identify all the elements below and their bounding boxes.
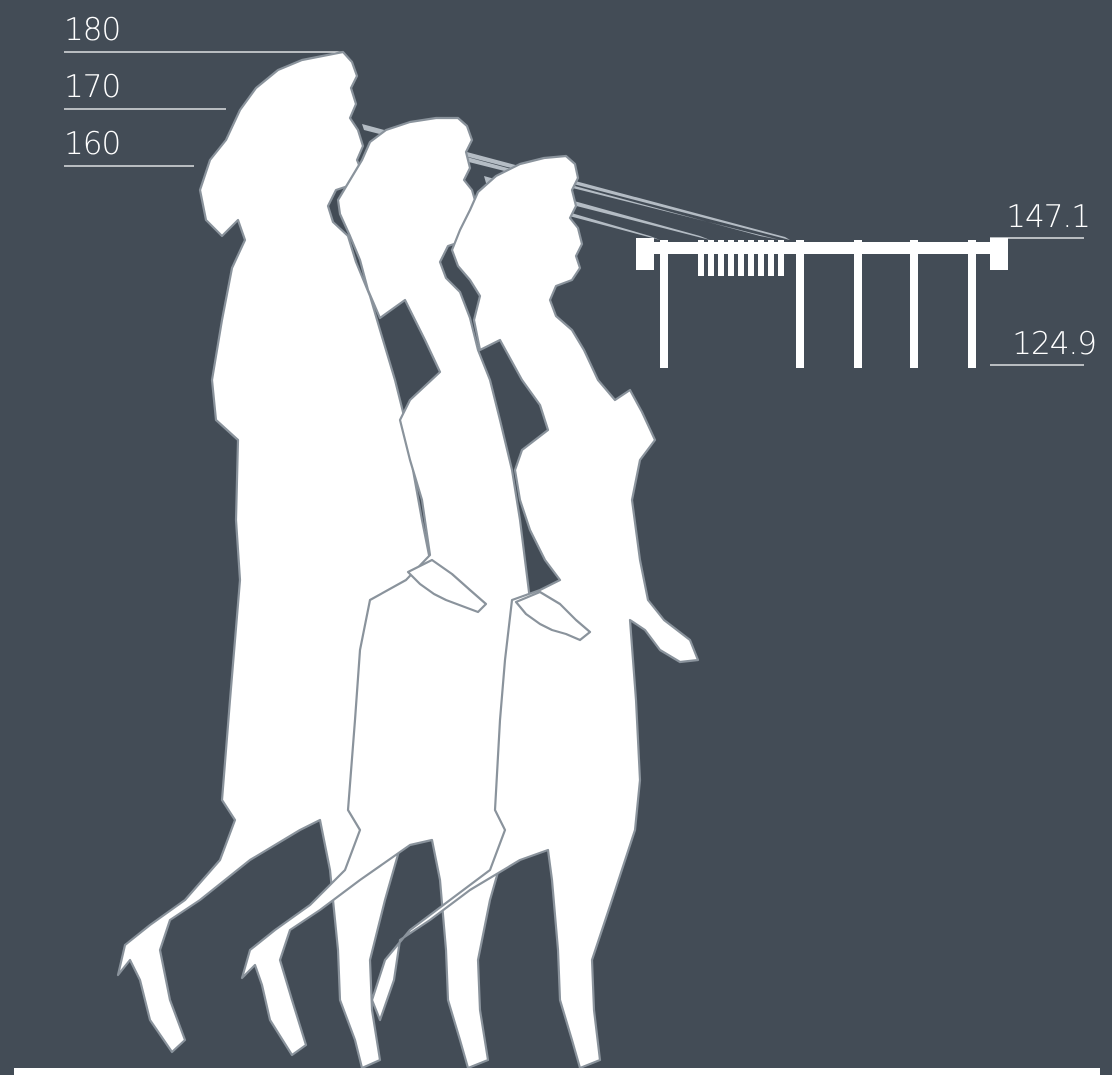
clothes-rack xyxy=(636,238,1008,368)
rack-hook-3 xyxy=(854,240,862,368)
rack-label-bottom: 124.9 xyxy=(1012,326,1096,362)
hanging-garments xyxy=(698,240,784,276)
height-label-160: 160 xyxy=(64,126,120,162)
height-label-170: 170 xyxy=(64,69,120,105)
rack-hook-2 xyxy=(796,240,804,368)
rack-hook-5 xyxy=(968,240,976,368)
rack-end-right xyxy=(990,238,1008,270)
rack-label-top: 147.1 xyxy=(1006,199,1090,235)
floor-line xyxy=(14,1068,1100,1075)
height-label-180: 180 xyxy=(64,12,120,48)
rack-bar xyxy=(636,242,1008,254)
rack-hook-1 xyxy=(660,240,668,368)
rack-hook-4 xyxy=(910,240,918,368)
rack-end-left xyxy=(636,238,654,270)
